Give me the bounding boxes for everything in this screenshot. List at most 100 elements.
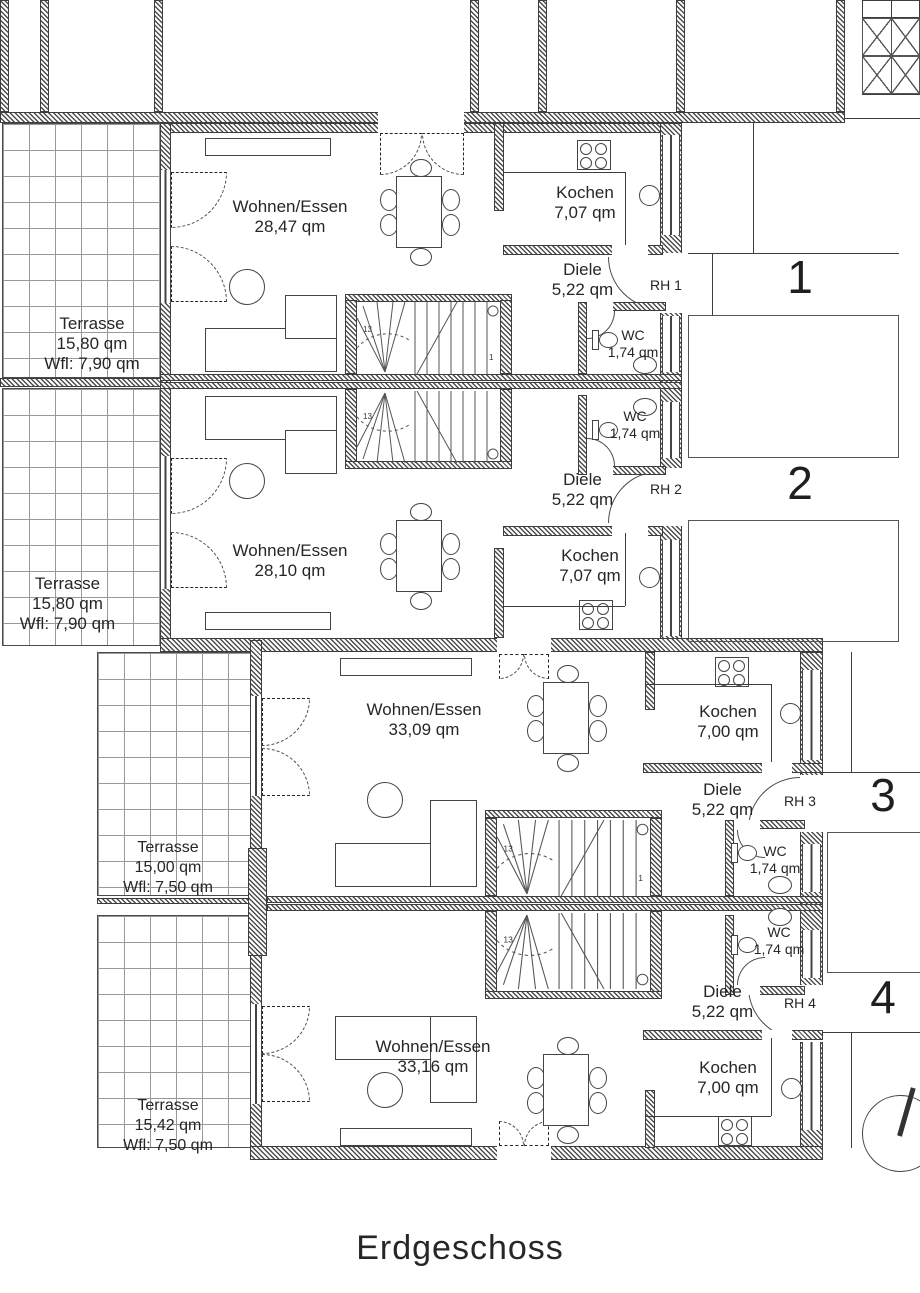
room-area: 15,80 qm	[56, 334, 128, 353]
party-wall	[267, 896, 823, 903]
door-opening	[378, 112, 464, 134]
unit-number-3: 3	[870, 769, 896, 821]
stair-step-number: 13	[503, 935, 513, 945]
boundary-line	[862, 94, 920, 95]
stair-step-number: 13	[363, 412, 372, 421]
window	[250, 696, 262, 796]
sofa-icon	[430, 800, 477, 887]
room-label-wc-4: WC 1,74 qm	[746, 924, 812, 958]
window	[802, 1042, 821, 1130]
room-label-wohnen-2: Wohnen/Essen 28,10 qm	[215, 541, 365, 581]
toilet-icon	[592, 420, 599, 440]
wall	[40, 0, 49, 112]
wall	[485, 911, 497, 993]
room-name: WC	[623, 408, 647, 424]
room-label-wohnen-4: Wohnen/Essen 33,16 qm	[358, 1037, 508, 1077]
wall	[643, 763, 823, 773]
shed-box	[891, 0, 920, 18]
room-wfl: Wfl: 7,90 qm	[19, 614, 116, 633]
room-name: Kochen	[699, 1058, 757, 1077]
party-wall	[160, 382, 682, 389]
stove-icon	[715, 657, 749, 687]
sink-icon	[639, 185, 660, 206]
counter-edge	[503, 172, 625, 173]
stove-icon	[577, 140, 611, 170]
door-swing	[737, 957, 765, 985]
side-table-icon	[367, 1072, 403, 1108]
wall	[485, 991, 662, 999]
room-label-diele-3: Diele 5,22 qm	[684, 780, 761, 820]
room-area: 5,22 qm	[691, 800, 754, 819]
wall	[0, 0, 9, 112]
room-name: Terrasse	[34, 574, 101, 593]
door-swing	[587, 438, 615, 466]
door-opening	[762, 763, 792, 773]
sofa-icon	[430, 1016, 477, 1103]
window	[802, 844, 821, 892]
dining-table-icon	[380, 159, 460, 266]
unit-number-1: 1	[787, 251, 813, 303]
wall	[345, 294, 512, 302]
door-opening	[612, 245, 648, 255]
room-name: Diele	[563, 470, 602, 489]
sofa-icon	[205, 328, 337, 372]
door-opening	[585, 302, 613, 311]
counter-edge	[771, 1038, 772, 1116]
boundary-line	[712, 253, 713, 315]
room-area: 28,10 qm	[254, 561, 326, 580]
boundary-line	[851, 1032, 852, 1148]
wall	[643, 1030, 823, 1040]
wall	[503, 245, 663, 255]
staircase-icon: 1 13	[357, 391, 499, 463]
front-yard	[827, 832, 920, 973]
room-name: WC	[767, 924, 791, 940]
basin-icon	[633, 356, 657, 374]
wall	[836, 0, 845, 112]
entrance-opening	[660, 468, 682, 526]
x-box-icon	[891, 18, 920, 56]
room-name: Wohnen/Essen	[232, 541, 348, 560]
room-wfl: Wfl: 7,50 qm	[123, 1137, 213, 1154]
wall	[676, 0, 685, 112]
door-swing	[262, 1006, 310, 1054]
basin-icon	[633, 398, 657, 416]
terrace-label-2: Terrasse 15,80 qm Wfl: 7,90 qm	[5, 574, 130, 634]
sideboard-icon	[205, 138, 331, 156]
window	[662, 402, 680, 458]
toilet-icon	[738, 845, 757, 861]
room-name: Terrasse	[59, 314, 125, 333]
room-label-wc-2: WC 1,74 qm	[602, 408, 668, 442]
basin-icon	[768, 876, 792, 894]
door-opening	[585, 466, 613, 475]
wall	[154, 0, 163, 112]
door-swing	[262, 748, 310, 796]
stair-step-number: 1	[638, 873, 643, 883]
room-name: Kochen	[699, 702, 757, 721]
sink-icon	[639, 567, 660, 588]
boundary-line	[688, 253, 899, 254]
boundary-line	[823, 1032, 920, 1033]
sofa-icon	[335, 843, 431, 887]
wall	[578, 395, 587, 475]
x-box-icon	[862, 56, 892, 94]
rh-label-4: RH 4	[784, 995, 816, 1011]
room-area: 5,22 qm	[551, 490, 614, 509]
room-area: 28,47 qm	[254, 217, 326, 236]
unit-number-4: 4	[870, 971, 896, 1023]
wall	[645, 1090, 655, 1148]
stove-icon	[579, 600, 613, 630]
door-swing	[171, 458, 227, 514]
toilet-icon	[599, 422, 618, 438]
room-label-wc-1: WC 1,74 qm	[600, 327, 666, 361]
boundary-line	[851, 652, 852, 772]
room-label-kochen-4: Kochen 7,00 qm	[688, 1058, 768, 1098]
room-area: 1,74 qm	[607, 344, 659, 360]
room-name: Terrasse	[137, 839, 199, 856]
room-label-kochen-3: Kochen 7,00 qm	[688, 702, 768, 742]
sideboard-icon	[340, 1128, 472, 1146]
side-table-icon	[229, 269, 265, 305]
party-wall	[267, 904, 823, 911]
wall	[578, 302, 587, 374]
room-area: 15,42 qm	[134, 1117, 202, 1134]
